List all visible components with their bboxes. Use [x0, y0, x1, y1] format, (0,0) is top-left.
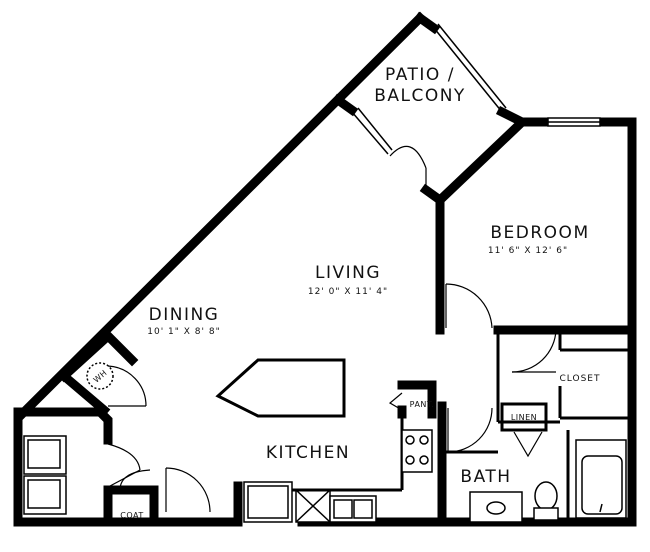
coat-label: COAT	[120, 511, 143, 520]
patio-label-line2: BALCONY	[374, 86, 466, 106]
bedroom-label: BEDROOM	[490, 223, 589, 243]
fixtures	[23, 358, 627, 523]
patio-label-line1: PATIO /	[385, 65, 455, 85]
water-heater-icon	[86, 362, 114, 390]
dining-label: DINING	[149, 305, 220, 325]
closet-label: CLOSET	[560, 374, 601, 384]
living-dims: 12' 0" X 11' 4"	[308, 287, 388, 297]
interior-walls	[13, 93, 637, 527]
dining-dims: 10' 1" X 8' 8"	[147, 327, 220, 337]
kitchen-island	[215, 358, 346, 418]
pantry-label: PANT.	[410, 400, 435, 409]
doors	[107, 107, 557, 513]
patio-railing	[433, 23, 507, 113]
living-label: LIVING	[315, 263, 381, 283]
labels: PATIO / BALCONY BEDROOM 11' 6" X 12' 6" …	[92, 65, 601, 520]
bath-label: BATH	[460, 467, 511, 487]
bedroom-dims: 11' 6" X 12' 6"	[488, 246, 568, 256]
toilet	[534, 481, 558, 511]
linen-label: LINEN	[511, 413, 537, 422]
cooktop	[401, 429, 433, 473]
kitchen-label: KITCHEN	[266, 443, 350, 463]
bedroom-window	[547, 117, 601, 127]
bath-vanity	[469, 491, 523, 523]
refrigerator	[243, 481, 293, 523]
water-heater-label: WH	[92, 368, 109, 384]
